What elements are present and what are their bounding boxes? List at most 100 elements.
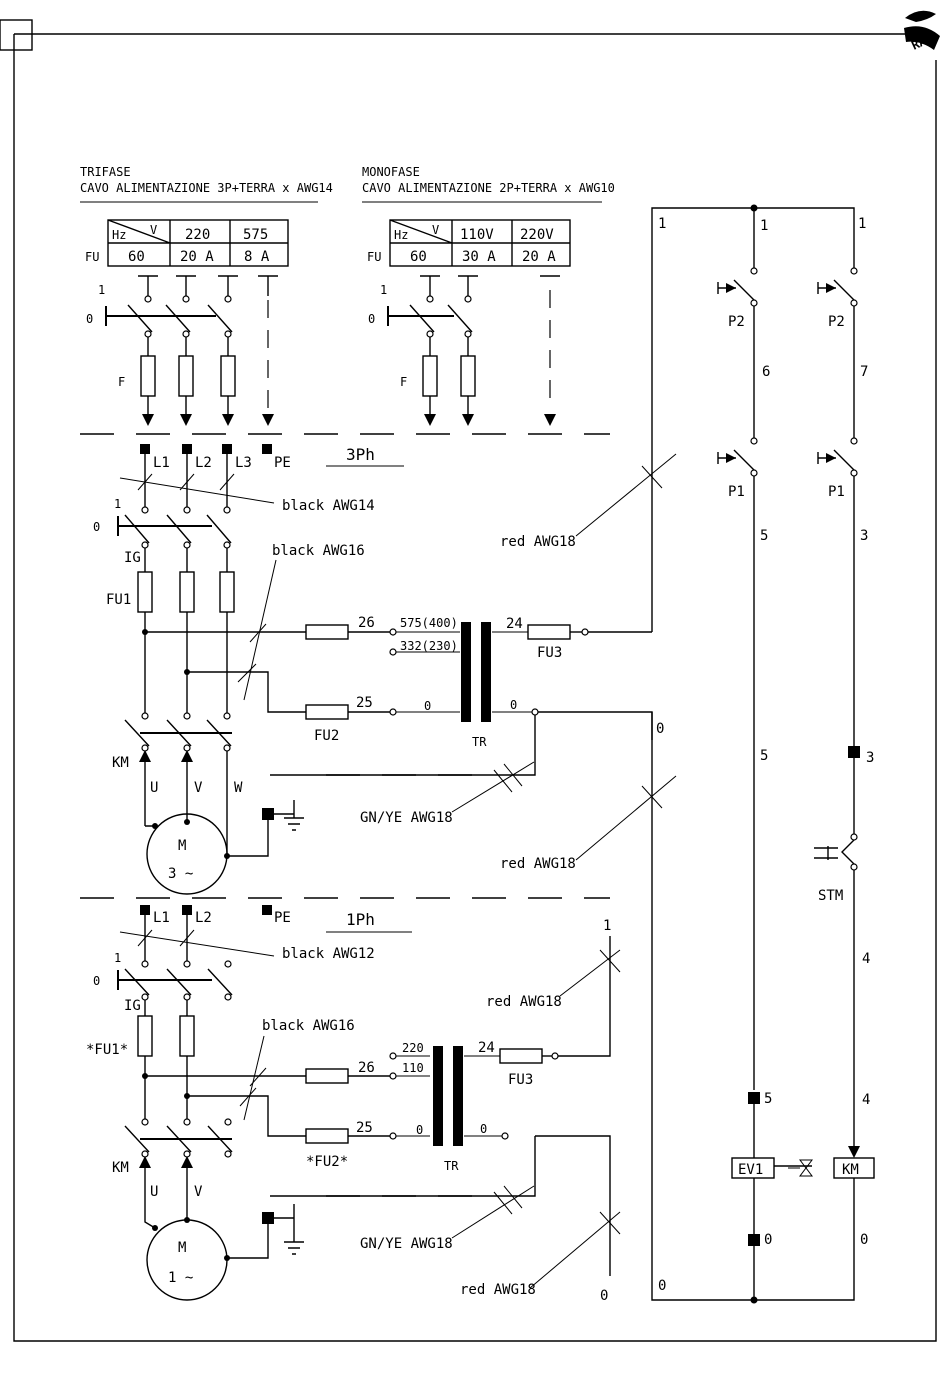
trifase-fuse-table: Hz V 220 575 60 20 A 8 A FU <box>85 219 289 267</box>
wire-24-1ph: 24 <box>478 1040 495 1056</box>
wire-1-1ph: 1 <box>603 918 611 934</box>
monofase-freq: 60 <box>410 249 427 265</box>
wire-red-1ph-b: red AWG18 <box>460 1282 536 1298</box>
trifase-switch-0: 0 <box>86 312 93 326</box>
terminal-1ph-l2: L2 <box>195 910 212 926</box>
monofase-title: MONOFASE <box>362 165 420 179</box>
terminal-1ph-l1: L1 <box>153 910 170 926</box>
trifase-main-switch: 1 0 F <box>86 275 278 426</box>
wire-black-awg12: black AWG12 <box>282 946 375 962</box>
ctrl-n0a: 0 <box>764 1232 772 1248</box>
motor-u: U <box>150 780 158 796</box>
page-frame <box>0 19 937 1342</box>
motor-3ph-spec: 3 ~ <box>168 866 193 882</box>
wire-red-3ph-a: red AWG18 <box>500 534 576 550</box>
wire-0-line: 0 <box>656 721 664 737</box>
wire-0-1ph-secondary: 0 <box>480 1122 487 1136</box>
motor-1ph-spec: 1 ~ <box>168 1270 193 1286</box>
ctrl-n1a: 1 <box>658 216 666 232</box>
monofase-v: V <box>432 223 439 237</box>
ctrl-n3a: 3 <box>860 528 868 544</box>
wire-0-primary: 0 <box>424 699 431 713</box>
trifase-freq: 60 <box>128 249 145 265</box>
tap-575: 575(400) <box>400 616 458 630</box>
ctrl-n3b: 3 <box>866 750 874 766</box>
monofase-main-switch: 1 0 F <box>368 275 560 426</box>
fu3-label: FU3 <box>537 645 562 661</box>
fu1-label: FU1 <box>106 592 131 608</box>
trifase-amps2: 8 A <box>244 249 270 265</box>
terminal-1ph-pe: PE <box>274 910 291 926</box>
wire-0-secondary: 0 <box>510 698 517 712</box>
trifase-switch-1: 1 <box>98 283 105 297</box>
trifase-cable-spec: CAVO ALIMENTAZIONE 3P+TERRA x AWG14 <box>80 181 333 195</box>
trifase-title: TRIFASE <box>80 165 131 179</box>
monofase-amps1: 30 A <box>462 249 496 265</box>
wire-24: 24 <box>506 616 523 632</box>
terminal-pe: PE <box>274 455 291 471</box>
trifase-v: V <box>150 223 157 237</box>
motor-1ph-m: M <box>178 1240 186 1256</box>
trifase-col1: 220 <box>185 227 210 243</box>
monofase-cable-spec: CAVO ALIMENTAZIONE 2P+TERRA x AWG10 <box>362 181 615 195</box>
three-phase-circuit: L1 L2 L3 PE 3Ph black AWG14 1 0 IG black… <box>93 444 677 895</box>
ctrl-n1b: 1 <box>760 218 768 234</box>
p2-right: P2 <box>828 314 845 330</box>
tap-110: 110 <box>402 1061 424 1075</box>
single-phase-label: 1Ph <box>346 910 375 929</box>
ctrl-n0bottom: 0 <box>658 1278 666 1294</box>
ig-1ph-1: 1 <box>114 951 121 965</box>
terminal-l2: L2 <box>195 455 212 471</box>
trifase-hz: Hz <box>112 228 126 242</box>
terminal-l1: L1 <box>153 455 170 471</box>
single-phase-circuit: L1 L2 PE 1Ph black AWG12 1 0 IG black AW… <box>86 905 621 1304</box>
ig-0: 0 <box>93 520 100 534</box>
monofase-col1: 110V <box>460 227 494 243</box>
km-label: KM <box>112 755 129 771</box>
ctrl-n4a: 4 <box>862 951 870 967</box>
tap-220: 220 <box>402 1041 424 1055</box>
fu1-1ph-label: *FU1* <box>86 1042 128 1058</box>
motor-m: M <box>178 838 186 854</box>
fu2-1ph-label: *FU2* <box>306 1154 348 1170</box>
wire-black-awg16-1ph: black AWG16 <box>262 1018 355 1034</box>
ctrl-n1c: 1 <box>858 216 866 232</box>
monofase-col2: 220V <box>520 227 554 243</box>
ig-1: 1 <box>114 497 121 511</box>
wire-0-1ph-primary: 0 <box>416 1123 423 1137</box>
wire-0-1ph-line: 0 <box>600 1288 608 1304</box>
wire-gnye-3ph: GN/YE AWG18 <box>360 810 453 826</box>
wire-red-3ph-b: red AWG18 <box>500 856 576 872</box>
wire-26-1ph: 26 <box>358 1060 375 1076</box>
ctrl-n0b: 0 <box>860 1232 868 1248</box>
trifase-fu-label: FU <box>85 250 99 264</box>
ctrl-n6: 6 <box>762 364 770 380</box>
ev1-label: EV1 <box>738 1162 763 1178</box>
ig-1ph-0: 0 <box>93 974 100 988</box>
p2-left: P2 <box>728 314 745 330</box>
monofase-hz: Hz <box>394 228 408 242</box>
km-1ph-label: KM <box>112 1160 129 1176</box>
ctrl-n7: 7 <box>860 364 868 380</box>
brand-logo: RAN <box>904 10 940 53</box>
km-coil-label: KM <box>842 1162 859 1178</box>
trifase-col2: 575 <box>243 227 268 243</box>
ctrl-n5a: 5 <box>760 528 768 544</box>
tr-1ph-label: TR <box>444 1159 459 1173</box>
terminal-l3: L3 <box>235 455 252 471</box>
monofase-switch-1: 1 <box>380 283 387 297</box>
tr-label: TR <box>472 735 487 749</box>
ig-label: IG <box>124 550 141 566</box>
three-phase-label: 3Ph <box>346 445 375 464</box>
trifase-fuse-label: F <box>118 375 125 389</box>
motor-1ph-u: U <box>150 1184 158 1200</box>
ctrl-n4b: 4 <box>862 1092 870 1108</box>
control-circuit: 1 1 1 0 P2 6 P2 7 P1 5 5 P1 3 <box>651 204 875 1304</box>
stm-label: STM <box>818 888 843 904</box>
fu3-1ph-label: FU3 <box>508 1072 533 1088</box>
wire-25: 25 <box>356 695 373 711</box>
tap-332: 332(230) <box>400 639 458 653</box>
ctrl-n5b: 5 <box>760 748 768 764</box>
wire-25-1ph: 25 <box>356 1120 373 1136</box>
